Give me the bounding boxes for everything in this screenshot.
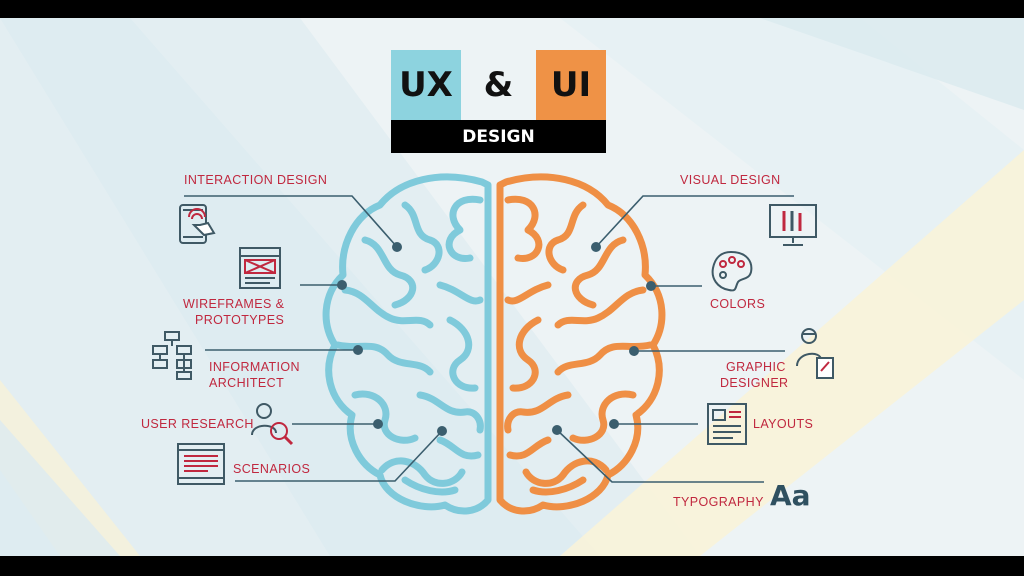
ui-brain-right-hemisphere xyxy=(496,173,666,515)
label-information-line1: INFORMATION xyxy=(209,360,300,374)
ui-connectors xyxy=(556,195,794,483)
ui-connector-dots xyxy=(552,242,656,435)
sitemap-icon xyxy=(152,331,192,380)
label-graphic-line1: GRAPHIC xyxy=(726,360,786,374)
palette-icon xyxy=(711,250,753,292)
layout-icon xyxy=(707,403,747,445)
label-information-line2: ARCHITECT xyxy=(209,376,285,390)
label-layouts: LAYOUTS xyxy=(753,417,814,431)
ui-title: UI xyxy=(550,65,592,105)
label-wireframes-line1: WIREFRAMES & xyxy=(183,297,285,311)
bottom-letterbox xyxy=(0,556,1024,576)
user-search-icon xyxy=(251,403,294,446)
storyboard-icon xyxy=(177,443,225,485)
connector-visual-design xyxy=(595,195,794,248)
label-interaction-design: INTERACTION DESIGN xyxy=(184,173,328,187)
ux-connector-dots xyxy=(337,242,447,436)
label-typography: TYPOGRAPHY xyxy=(673,495,764,509)
label-user-research: USER RESEARCH xyxy=(141,417,254,431)
label-colors: COLORS xyxy=(710,297,766,311)
top-letterbox xyxy=(0,0,1024,18)
connector-scenarios xyxy=(235,430,443,482)
background xyxy=(0,18,1024,556)
tablet-touch-icon xyxy=(179,204,216,244)
monitor-tools-icon xyxy=(769,204,817,246)
label-visual-design: VISUAL DESIGN xyxy=(680,173,781,187)
design-subtitle: DESIGN xyxy=(462,126,535,147)
label-wireframes-line2: PROTOTYPES xyxy=(195,313,285,327)
designer-icon xyxy=(796,328,834,379)
typography-icon: Aa xyxy=(770,479,811,512)
label-scenarios: SCENARIOS xyxy=(233,462,311,476)
ampersand: & xyxy=(483,65,514,105)
ux-box xyxy=(391,50,461,120)
label-graphic-line2: DESIGNER xyxy=(720,376,789,390)
design-bar xyxy=(391,120,606,153)
wireframe-icon xyxy=(239,247,281,289)
ux-title: UX xyxy=(399,65,453,105)
connector-interaction-design xyxy=(184,195,398,248)
ui-box xyxy=(536,50,606,120)
connector-typography xyxy=(556,429,764,483)
ux-connectors xyxy=(184,195,443,482)
